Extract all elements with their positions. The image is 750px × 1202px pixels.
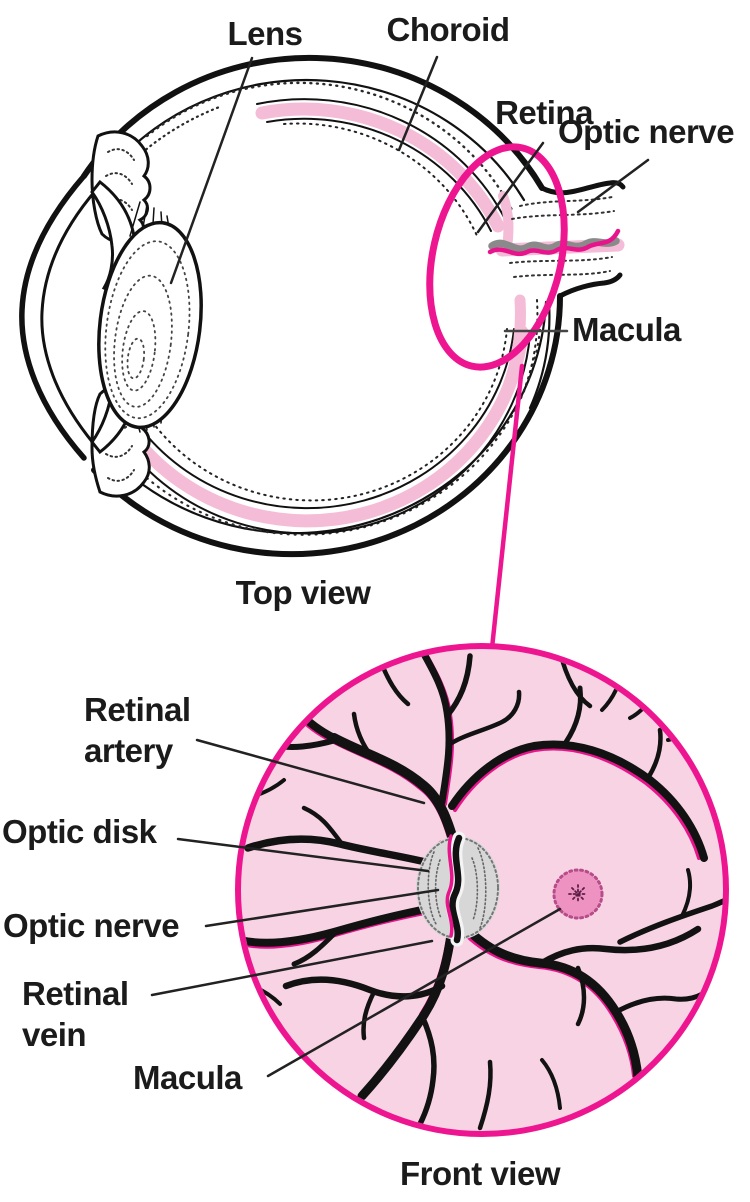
optic-nerve-bottom-edge xyxy=(557,272,623,299)
black-vessel xyxy=(477,1059,493,1131)
retinal-vessels xyxy=(241,649,723,1131)
nerve-dotted-row4 xyxy=(513,270,611,278)
black-vessel xyxy=(563,685,583,745)
speckle-band-top2 xyxy=(120,104,224,174)
black-vessel xyxy=(361,989,377,1041)
label-choroid: Choroid xyxy=(386,11,510,48)
optic-disk-artery xyxy=(445,834,454,938)
black-vessel xyxy=(417,1013,437,1127)
front-view-illustration xyxy=(150,643,729,1137)
retinal-veins-black xyxy=(241,649,723,1131)
optic-disk-shape xyxy=(416,831,500,947)
lens-ring2 xyxy=(113,274,173,408)
macula-spot xyxy=(552,868,604,920)
black-vessel xyxy=(329,733,461,855)
optic-nerve-pointer-line xyxy=(576,158,650,214)
choroid-edge-bottom-inner xyxy=(142,328,515,510)
central-retinal-artery-magenta xyxy=(487,228,621,257)
retinal-vein-pointer-line xyxy=(150,939,434,997)
retina-vertical-dotted xyxy=(519,299,539,401)
choroid-band-top xyxy=(255,102,505,233)
macula-front-pointer-line xyxy=(266,907,562,1078)
ciliary-speckle-bottom1 xyxy=(107,469,135,482)
macula-highlight-ellipse xyxy=(426,143,568,371)
black-vessel xyxy=(575,965,587,1027)
black-vessel xyxy=(301,805,345,847)
black-vessel xyxy=(540,1058,562,1110)
black-vessel xyxy=(351,711,375,760)
lens-ring4 xyxy=(126,337,146,380)
black-vessel xyxy=(448,740,708,862)
ciliary-speckle-bottom2 xyxy=(105,445,133,458)
label-optic-nerve-top: Optic nerve xyxy=(558,113,735,150)
sclera-inner-bottom xyxy=(104,300,548,535)
label-lens: Lens xyxy=(227,15,303,52)
ciliary-speckle-top2 xyxy=(105,172,133,185)
ciliary-speckle-top3 xyxy=(105,198,133,211)
retinal-artery-pointer-line xyxy=(195,738,426,805)
optic-disk-vein xyxy=(449,834,463,944)
macula-dotted-rim xyxy=(552,868,604,920)
sclera-outer-top xyxy=(81,54,545,191)
black-vessel xyxy=(447,689,522,747)
magnify-leader-line xyxy=(489,363,525,651)
black-vessel xyxy=(680,868,692,918)
choroid-band-bottom xyxy=(129,325,529,528)
label-macula-top: Macula xyxy=(572,311,681,348)
label-retinal-artery: Retinal artery xyxy=(84,691,191,769)
magenta-vessel xyxy=(453,746,701,860)
retina-dotted-top xyxy=(283,122,479,239)
sclera-outer-bottom xyxy=(91,293,563,558)
retina-pointer-line xyxy=(476,141,545,234)
central-retinal-vein-gray xyxy=(488,237,620,253)
choroid-edge-bottom-outer xyxy=(128,333,531,535)
black-vessel xyxy=(538,925,702,967)
label-macula-front: Macula xyxy=(133,1059,242,1096)
cornea-inner xyxy=(40,188,98,446)
caption-top-view: Top view xyxy=(235,574,371,611)
black-vessel xyxy=(291,929,339,967)
black-vessel xyxy=(282,976,446,1000)
cornea-outer xyxy=(19,173,87,461)
choroid-edge-top-outer xyxy=(256,98,507,222)
macula-center-marks xyxy=(568,884,588,904)
label-retina: Retina xyxy=(495,94,593,131)
black-vessel xyxy=(645,727,663,781)
optic-disk-texture xyxy=(427,847,487,929)
nerve-dotted-row3 xyxy=(509,256,613,264)
optic-disk-pointer-line xyxy=(176,837,430,873)
label-retinal-vein: Retinal vein xyxy=(22,975,129,1053)
lens-ring1 xyxy=(104,240,191,420)
label-optic-nerve-front: Optic nerve xyxy=(3,907,180,944)
top-view-illustration xyxy=(19,54,650,651)
black-vessel xyxy=(617,894,723,945)
optic-nerve-front-pointer-line xyxy=(204,888,440,928)
lens-ring3 xyxy=(121,310,157,392)
sclera-inner-top xyxy=(110,78,526,202)
choroid-pointer-line xyxy=(397,55,439,152)
retina-dotted-bottom xyxy=(153,328,508,502)
black-vessel xyxy=(444,653,473,719)
ciliary-speckle-top1 xyxy=(107,148,135,161)
lens-pointer-line xyxy=(169,56,254,285)
caption-front-view: Front view xyxy=(399,1155,561,1192)
choroid-edge-top-inner xyxy=(266,117,492,232)
label-optic-disk: Optic disk xyxy=(2,813,157,850)
inner-wall-vertical xyxy=(528,300,551,410)
